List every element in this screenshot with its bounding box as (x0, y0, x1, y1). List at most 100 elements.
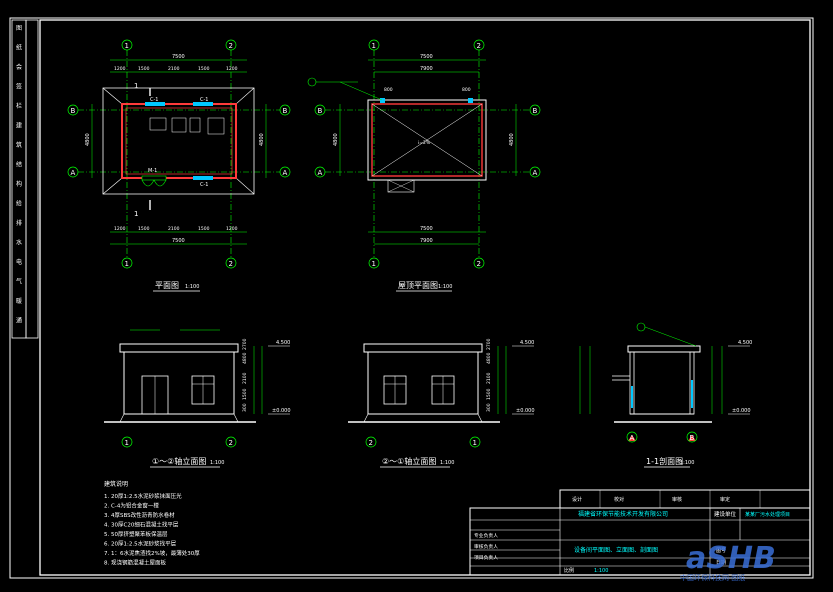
side-strip-char: 栏 (16, 102, 22, 110)
plan-title: 平面图 (155, 281, 179, 290)
plan-axis-a-left: A (71, 169, 76, 177)
section-axis-b: B (690, 434, 695, 442)
elevation-dim: 4800 (486, 352, 492, 364)
note-item: 6. 20厚1:2.5水泥砂浆找平层 (104, 540, 177, 548)
plan-dim-segment: 1200 (114, 226, 126, 232)
front-elevation-scale: 1:100 (210, 460, 224, 466)
plan-dim-segment: 1500 (198, 66, 210, 72)
roof-scale: 1:100 (438, 284, 452, 290)
project-name: 某某厂污水处理项目 (745, 511, 790, 518)
roof-axis-b-right: B (533, 107, 538, 115)
side-strip-char: 图 (16, 25, 22, 32)
roof-axis-b-left: B (318, 107, 323, 115)
section-level-top: 4.500 (738, 340, 752, 346)
plan-scale: 1:100 (185, 284, 199, 290)
title-block-head: 设计 (572, 496, 582, 503)
plan-dim-segment: 1500 (138, 66, 150, 72)
plan-axis-b-left: B (71, 107, 76, 115)
back-level-top: 4.500 (520, 340, 534, 346)
note-item: 3. 4厚SBS改性沥青防水卷材 (104, 511, 175, 519)
section-title: 1-1剖面图 (646, 456, 683, 466)
title-block: 设计校对审核审定 福建省环保节能技术开发有限公司 建设单位 某某厂污水处理项目 … (469, 489, 811, 576)
plan-door-label: M-1 (148, 168, 157, 174)
back-elevation-scale: 1:100 (440, 460, 454, 466)
roof-axis-2-bottom: 2 (477, 260, 481, 268)
side-strip-char: 排 (16, 219, 22, 227)
sheet-label-2: 日期 (716, 560, 726, 566)
plan-right-dim: 4800 (259, 133, 265, 146)
plan-dim-segment: 1200 (226, 66, 238, 72)
elevation-dim: 300 (486, 403, 492, 412)
roof-title: 屋顶平面图 (398, 281, 438, 290)
inner-border (39, 19, 811, 576)
scale-value: 1:100 (594, 568, 608, 574)
plan-axis-2-bottom: 2 (229, 260, 233, 268)
roof-axis-a-left: A (318, 169, 323, 177)
side-strip-char: 水 (16, 239, 22, 247)
elevation-dim: 1500 (486, 388, 492, 400)
sheet-label-1: 图号 (716, 548, 726, 554)
side-strip-char: 通 (16, 317, 22, 325)
plan-section-mark-bottom: 1 (134, 210, 138, 218)
title-block-head: 审定 (720, 496, 730, 503)
elevation-dim: 4800 (242, 352, 248, 364)
roof-axis-1-bottom: 1 (372, 260, 376, 268)
back-elevation-title: ②～①轴立面图 (382, 456, 436, 466)
note-item: 5. 50厚挤塑聚苯板保温层 (104, 530, 168, 538)
section-level-base: ±0.000 (732, 408, 751, 414)
plan-dim-segment: 1200 (226, 226, 238, 232)
watermark: aSHB 中国环保科技网·图纸 (680, 541, 776, 582)
plan-dim-segment: 2100 (168, 66, 180, 72)
plan-bottom-dim: 7500 (172, 238, 185, 244)
roof-bottom-dim-b: 7900 (420, 238, 433, 244)
scale-label: 比例 (564, 567, 574, 574)
plan-axis-2-top: 2 (229, 42, 233, 50)
back-level-base: ±0.000 (516, 408, 535, 414)
side-strip-char: 签 (16, 83, 22, 91)
plan-dim-segment: 1500 (198, 226, 210, 232)
roof-slope-label: i=2% (418, 140, 431, 146)
elevation-dim: 2100 (242, 372, 248, 384)
review-label: 专业负责人 (474, 532, 498, 539)
company-name: 福建省环保节能技术开发有限公司 (578, 510, 668, 518)
plan-top-dim: 7500 (172, 54, 185, 60)
section-1-1: 4.500 ±0.000 A B 1-1剖面图 1:100 (579, 322, 752, 468)
plan-left-dim: 4800 (85, 133, 91, 146)
plan-axis-b-right: B (283, 107, 288, 115)
title-block-head: 校对 (614, 496, 624, 503)
back-axis-2: 2 (369, 439, 373, 447)
project-label: 建设单位 (714, 510, 737, 518)
title-block-head: 审核 (672, 496, 682, 503)
watermark-logo: aSHB (686, 541, 776, 576)
front-level-base: ±0.000 (272, 408, 291, 414)
roof-axis-a-right: A (533, 169, 538, 177)
plan-window-label-2: C-1 (200, 97, 208, 103)
side-strip-char: 会 (16, 63, 22, 71)
roof-drain-label-2: 800 (462, 87, 471, 93)
front-level-top: 4.500 (276, 340, 290, 346)
watermark-subtitle: 中国环保科技网·图纸 (680, 573, 745, 582)
side-strip-char: 气 (16, 278, 22, 286)
note-item: 8. 现浇钢筋混凝土屋面板 (104, 559, 166, 567)
plan-dim-segment: 1200 (114, 66, 126, 72)
review-label: 审核负责人 (474, 543, 498, 550)
drawing-title: 设备间平面图、立面图、剖面图 (574, 546, 658, 554)
roof-bottom-dim-a: 7500 (420, 226, 433, 232)
side-strip-char: 电 (16, 258, 22, 266)
section-scale: 1:100 (680, 460, 694, 466)
front-axis-2: 2 (229, 439, 233, 447)
elevation-dim: 2700 (486, 338, 492, 350)
side-strip-char: 暖 (16, 297, 22, 305)
front-elevation-title: ①～②轴立面图 (152, 456, 206, 466)
elevation-dim: 300 (242, 403, 248, 412)
roof-top-dim-a: 7500 (420, 54, 433, 60)
plan-window-label-3: C-1 (200, 182, 208, 188)
note-item: 2. C-4为铝合金窗一樘 (104, 502, 159, 510)
roof-left-dim: 4800 (333, 133, 339, 146)
back-axis-1: 1 (473, 439, 477, 447)
